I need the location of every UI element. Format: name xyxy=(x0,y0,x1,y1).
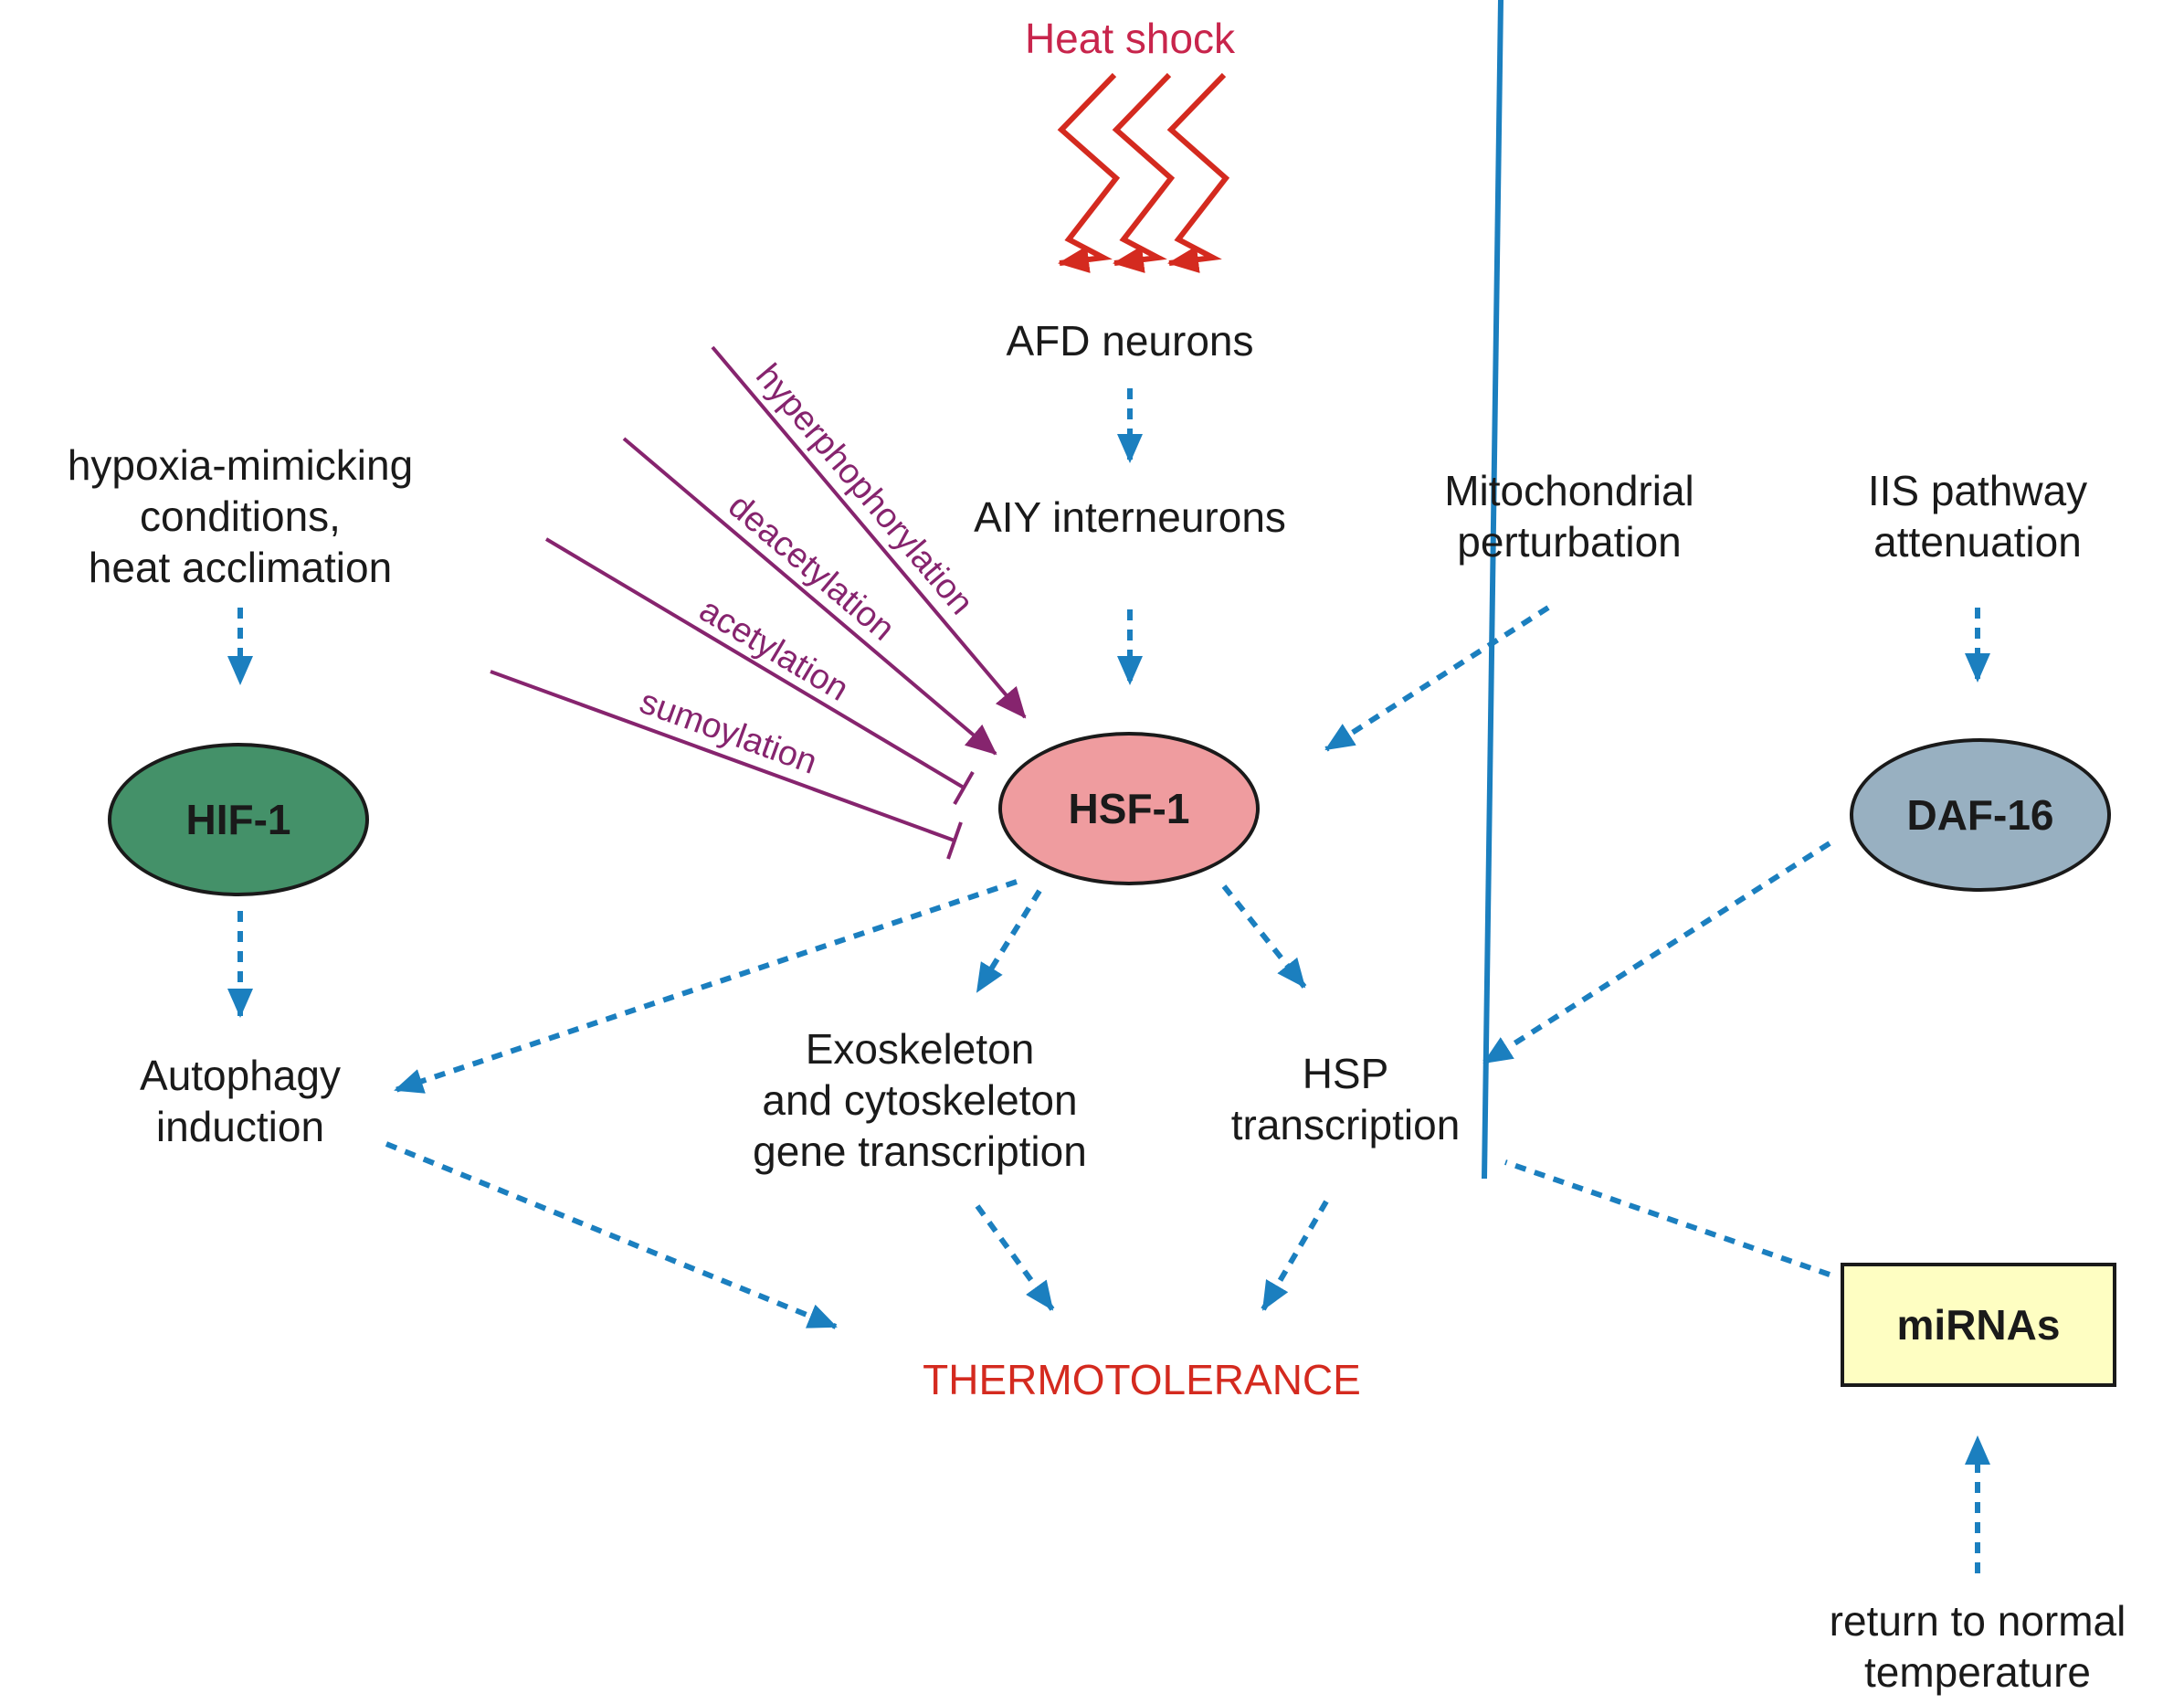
arrow-hsf1-exo xyxy=(975,889,1042,993)
mod-label-sumoylation: sumoylation xyxy=(635,683,822,782)
arrow-mito-hsf1 xyxy=(1324,605,1550,752)
inhibition-mirnas-hsp xyxy=(1504,1159,1831,1277)
mod-line-sumoylation xyxy=(490,670,955,842)
mod-line-acetylation xyxy=(544,537,965,789)
arrow-hsp-thermo xyxy=(1261,1200,1329,1311)
node-hsf1: HSF-1 xyxy=(998,732,1260,885)
label-autophagy: Autophagy induction xyxy=(140,1052,341,1150)
label-heat-shock: Heat shock xyxy=(1024,15,1236,62)
label-return-normal: return to normal temperature xyxy=(1829,1597,2126,1696)
heat-bolts xyxy=(1057,72,1230,273)
heat-bolt-1 xyxy=(1057,72,1121,273)
heat-bolt-3 xyxy=(1166,72,1230,273)
node-daf16: DAF-16 xyxy=(1850,738,2111,892)
label-iis-pathway: IIS pathway attenuation xyxy=(1867,467,2088,566)
label-afd-neurons: AFD neurons xyxy=(1006,317,1254,365)
arrow-autophagy-thermo xyxy=(385,1141,838,1329)
label-hsp-transcription: HSP transcription xyxy=(1230,1050,1461,1148)
activation-arrows xyxy=(227,388,1990,1573)
arrow-hsf1-autophagy xyxy=(394,879,1018,1094)
arrow-daf16-hsp xyxy=(1482,841,1831,1065)
mod-bar-sumoylation xyxy=(946,821,963,860)
modification-lines xyxy=(490,345,1027,860)
arrow-exo-thermo xyxy=(975,1204,1055,1311)
mod-bar-acetylation xyxy=(953,771,975,805)
arrow-hsf1-hsp xyxy=(1221,884,1307,989)
heat-bolt-2 xyxy=(1112,72,1176,273)
node-mirnas: miRNAs xyxy=(1841,1263,2116,1387)
mod-line-hyperphosphorylation xyxy=(711,345,1027,719)
label-thermotolerance: THERMOTOLERANCE xyxy=(923,1356,1361,1403)
mod-label-hyperphosphorylation: hyperphophorylation xyxy=(748,357,980,622)
mod-line-deacetylation xyxy=(622,437,997,756)
label-exoskeleton: Exoskeleton and cytoskeleton gene transc… xyxy=(753,1025,1087,1175)
label-aiy-interneurons: AIY interneurons xyxy=(974,493,1286,541)
node-hif1: HIF-1 xyxy=(108,743,369,896)
label-hypoxia: hypoxia-mimicking conditions, heat accli… xyxy=(67,441,414,591)
label-mitochondrial: Mitochondrial perturbation xyxy=(1444,467,1694,566)
inhibition-bar-hsp xyxy=(1482,0,1503,1180)
